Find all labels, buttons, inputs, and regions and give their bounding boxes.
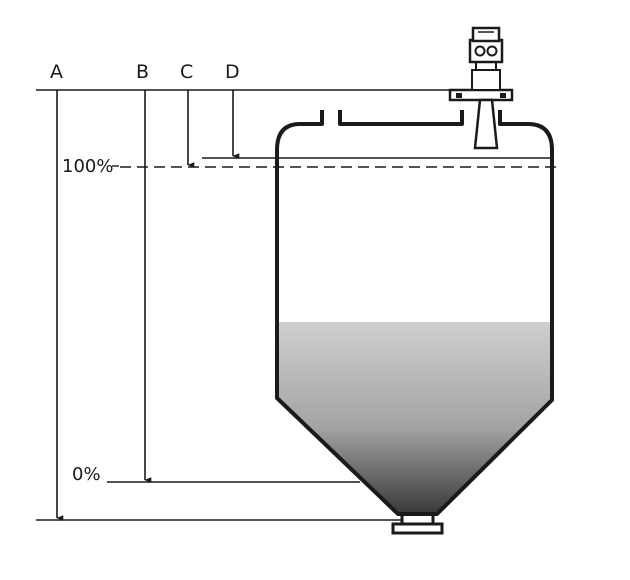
label-empty-level: 0% xyxy=(72,464,101,485)
material-fill xyxy=(277,322,552,512)
radar-level-sensor-icon xyxy=(448,26,514,150)
outlet-flange xyxy=(391,512,444,535)
label-c: C xyxy=(180,61,193,83)
dimension-arrows xyxy=(56,90,240,521)
label-a: A xyxy=(50,61,63,83)
label-full-level: 100% xyxy=(62,156,113,177)
label-d: D xyxy=(225,61,240,83)
label-b: B xyxy=(136,61,149,83)
